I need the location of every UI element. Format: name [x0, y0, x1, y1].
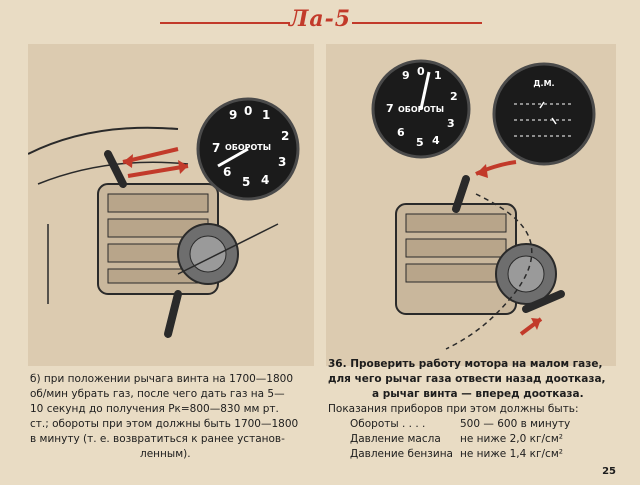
reading-row: Обороты . . . . 500 — 600 в минуту — [328, 417, 620, 432]
tach-number: 7 — [386, 102, 394, 115]
friction-knob — [495, 243, 557, 305]
header-rule-right — [352, 22, 482, 24]
reading-row: Давление бензина не ниже 1,4 кг/см² — [328, 447, 620, 462]
readings-intro: Показания приборов при этом должны быть: — [328, 403, 579, 415]
tach-number: 1 — [434, 69, 442, 82]
tach-number: 5 — [242, 175, 250, 189]
reading-name: Давление бензина — [350, 448, 453, 460]
caption-line: а рычаг винта — вперед доотказа. — [372, 388, 584, 400]
pressure-gauge: Д.М. — [492, 62, 596, 166]
tach-label: ОБОРОТЫ — [225, 143, 271, 152]
tach-number: 6 — [397, 126, 405, 139]
caption-line: ленным). — [140, 448, 191, 460]
throttle-quadrant — [395, 203, 517, 315]
reading-name: Давление масла — [350, 433, 441, 445]
tach-number: 9 — [229, 108, 237, 122]
left-illustration: ОБОРОТЫ 9 0 1 2 3 4 5 6 7 — [28, 44, 314, 366]
caption-line: об/мин убрать газ, после чего дать газ н… — [30, 388, 285, 400]
throttle-lever — [104, 150, 182, 338]
tachometer-gauge: ОБОРОТЫ 9 0 1 2 3 4 5 6 7 — [196, 97, 300, 201]
tach-number: 2 — [281, 129, 289, 143]
reading-value: не ниже 2,0 кг/см² — [460, 433, 563, 445]
tach-number: 0 — [417, 65, 425, 78]
caption-line: 10 секунд до получения Pк=800—830 мм рт. — [30, 403, 279, 415]
caption-line: в минуту (т. е. возвратиться к ранее уст… — [30, 433, 285, 445]
caption-line: 36. Проверить работу мотора на малом газ… — [328, 358, 603, 370]
page-header: Ла-5 — [0, 0, 640, 42]
tach-number: 3 — [278, 155, 286, 169]
dm-label: Д.М. — [533, 79, 554, 88]
tach-number: 6 — [223, 165, 231, 179]
throttle-lever — [452, 175, 565, 313]
reading-value: не ниже 1,4 кг/см² — [460, 448, 563, 460]
header-rule-left — [160, 22, 290, 24]
friction-knob — [177, 223, 239, 285]
tach-number: 2 — [450, 90, 458, 103]
page-number: 25 — [602, 466, 616, 477]
right-illustration: ОБОРОТЫ 9 0 1 2 3 4 5 6 7 Д.М. — [326, 44, 616, 366]
reading-value: 500 — 600 в минуту — [460, 418, 571, 430]
red-arrows — [122, 147, 189, 178]
page-title: Ла-5 — [288, 6, 352, 32]
caption-line: ст.; обороты при этом должны быть 1700—1… — [30, 418, 299, 430]
right-caption: 36. Проверить работу мотора на малом газ… — [328, 357, 620, 462]
tach-number: 5 — [416, 136, 424, 149]
left-caption: б) при положении рычага винта на 1700—18… — [30, 372, 320, 462]
tach-number: 7 — [212, 141, 220, 155]
tach-number: 4 — [261, 173, 269, 187]
red-arrows — [475, 160, 543, 336]
tach-label: ОБОРОТЫ — [398, 105, 444, 114]
tach-number: 9 — [402, 69, 410, 82]
tach-number: 0 — [244, 104, 252, 118]
tach-number: 1 — [262, 108, 270, 122]
caption-line: для чего рычаг газа отвести назад доотка… — [328, 373, 606, 385]
readings-list: Обороты . . . . 500 — 600 в минуту Давле… — [328, 417, 620, 462]
caption-line: б) при положении рычага винта на 1700—18… — [30, 373, 294, 385]
tach-number: 4 — [432, 134, 440, 147]
reading-row: Давление масла не ниже 2,0 кг/см² — [328, 432, 620, 447]
tachometer-gauge: ОБОРОТЫ 9 0 1 2 3 4 5 6 7 — [371, 59, 471, 159]
reading-name: Обороты . . . . — [350, 418, 426, 430]
tach-number: 3 — [447, 117, 455, 130]
